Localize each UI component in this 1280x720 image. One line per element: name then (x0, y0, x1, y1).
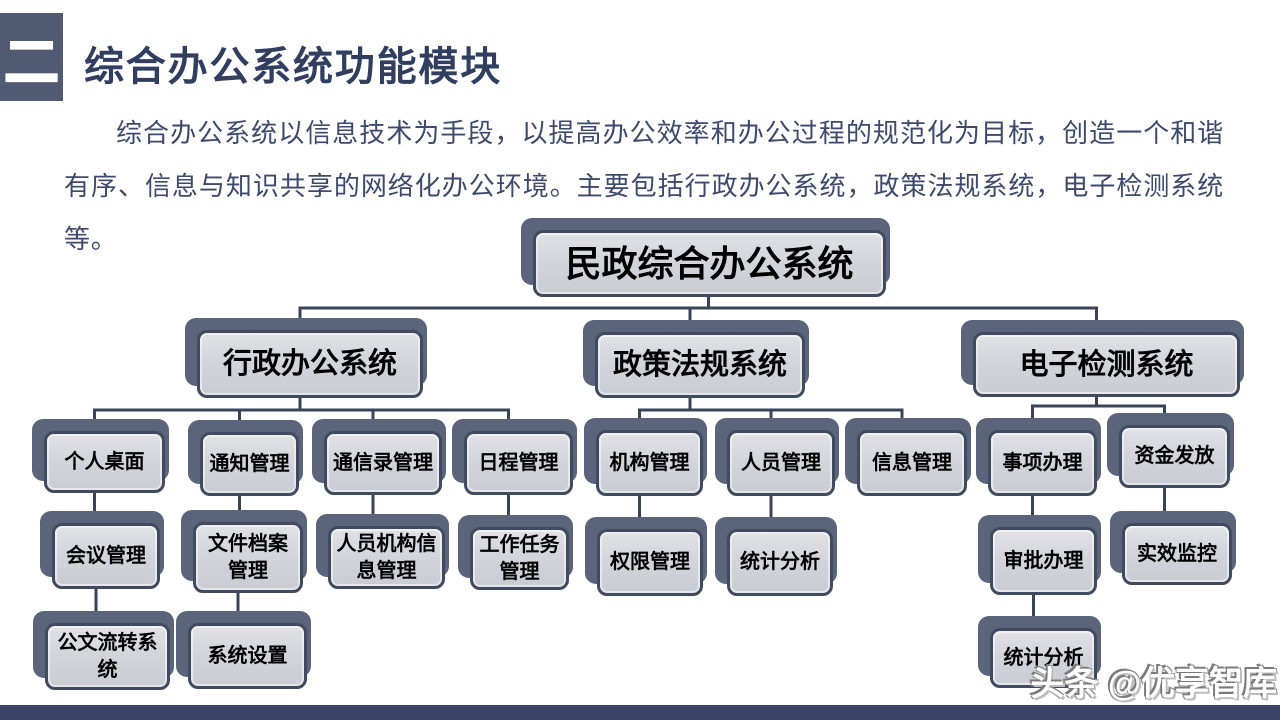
node-label: 权限管理 (597, 529, 703, 596)
org-node-n321: 实效监控 (1110, 511, 1236, 585)
node-label: 政策法规系统 (595, 332, 805, 398)
org-node-n21: 机构管理 (584, 418, 707, 496)
node-label: 事项办理 (988, 430, 1097, 496)
section-number: 二 (3, 31, 60, 94)
intro-paragraph: 综合办公系统以信息技术为手段，以提高办公效率和办公过程的规范化为目标，创造一个和… (64, 118, 1224, 254)
node-label: 工作任务管理 (470, 527, 569, 590)
node-label: 审批办理 (990, 527, 1097, 595)
node-label: 通知管理 (200, 432, 299, 496)
org-node-b1: 行政办公系统 (185, 318, 427, 398)
org-node-n121: 文件档案管理 (181, 510, 307, 593)
org-node-n32: 资金发放 (1107, 413, 1234, 488)
org-node-n131: 人员机构信息管理 (316, 514, 449, 589)
org-node-n31: 事项办理 (976, 418, 1101, 496)
org-node-n12: 通知管理 (188, 420, 303, 496)
node-label: 文件档案管理 (193, 522, 303, 593)
node-label: 系统设置 (188, 623, 307, 689)
node-label: 人员管理 (727, 430, 835, 496)
watermark: 头条 @优享智库 (1030, 665, 1277, 703)
node-label: 人员机构信息管理 (328, 526, 445, 589)
org-node-n13: 通信录管理 (312, 419, 446, 495)
org-node-n211: 权限管理 (585, 517, 707, 596)
org-node-n141: 工作任务管理 (458, 515, 573, 590)
org-node-n112: 公文流转系统 (33, 611, 174, 690)
org-node-n23: 信息管理 (845, 418, 971, 496)
node-label: 资金发放 (1119, 425, 1230, 488)
org-node-n11: 个人桌面 (32, 419, 169, 493)
node-label: 实效监控 (1122, 523, 1232, 585)
node-label: 统计分析 (727, 529, 833, 596)
org-node-n221: 统计分析 (715, 517, 837, 596)
bottom-bar (0, 705, 1280, 720)
node-label: 统计分析 (990, 628, 1097, 688)
org-node-n312: 统计分析 (978, 616, 1101, 688)
node-label: 信息管理 (857, 430, 967, 496)
node-label: 个人桌面 (44, 431, 165, 493)
org-node-root: 民政综合办公系统 (521, 218, 890, 297)
node-label: 行政办公系统 (197, 330, 423, 398)
org-node-n111: 会议管理 (40, 511, 164, 589)
org-node-n22: 人员管理 (715, 418, 839, 496)
org-node-b2: 政策法规系统 (583, 320, 809, 398)
org-node-n14: 日程管理 (452, 419, 577, 495)
node-label: 机构管理 (596, 430, 703, 496)
section-number-badge: 二 (0, 13, 63, 101)
node-label: 电子检测系统 (973, 332, 1240, 397)
node-label: 会议管理 (52, 523, 160, 589)
slide-title: 综合办公系统功能模块 (84, 45, 502, 89)
org-node-n122: 系统设置 (176, 611, 311, 689)
org-node-n311: 审批办理 (978, 515, 1101, 595)
node-label: 公文流转系统 (45, 623, 170, 690)
node-label: 民政综合办公系统 (533, 230, 886, 297)
org-node-b3: 电子检测系统 (961, 320, 1244, 397)
node-label: 通信录管理 (324, 431, 442, 495)
node-label: 日程管理 (464, 431, 573, 495)
